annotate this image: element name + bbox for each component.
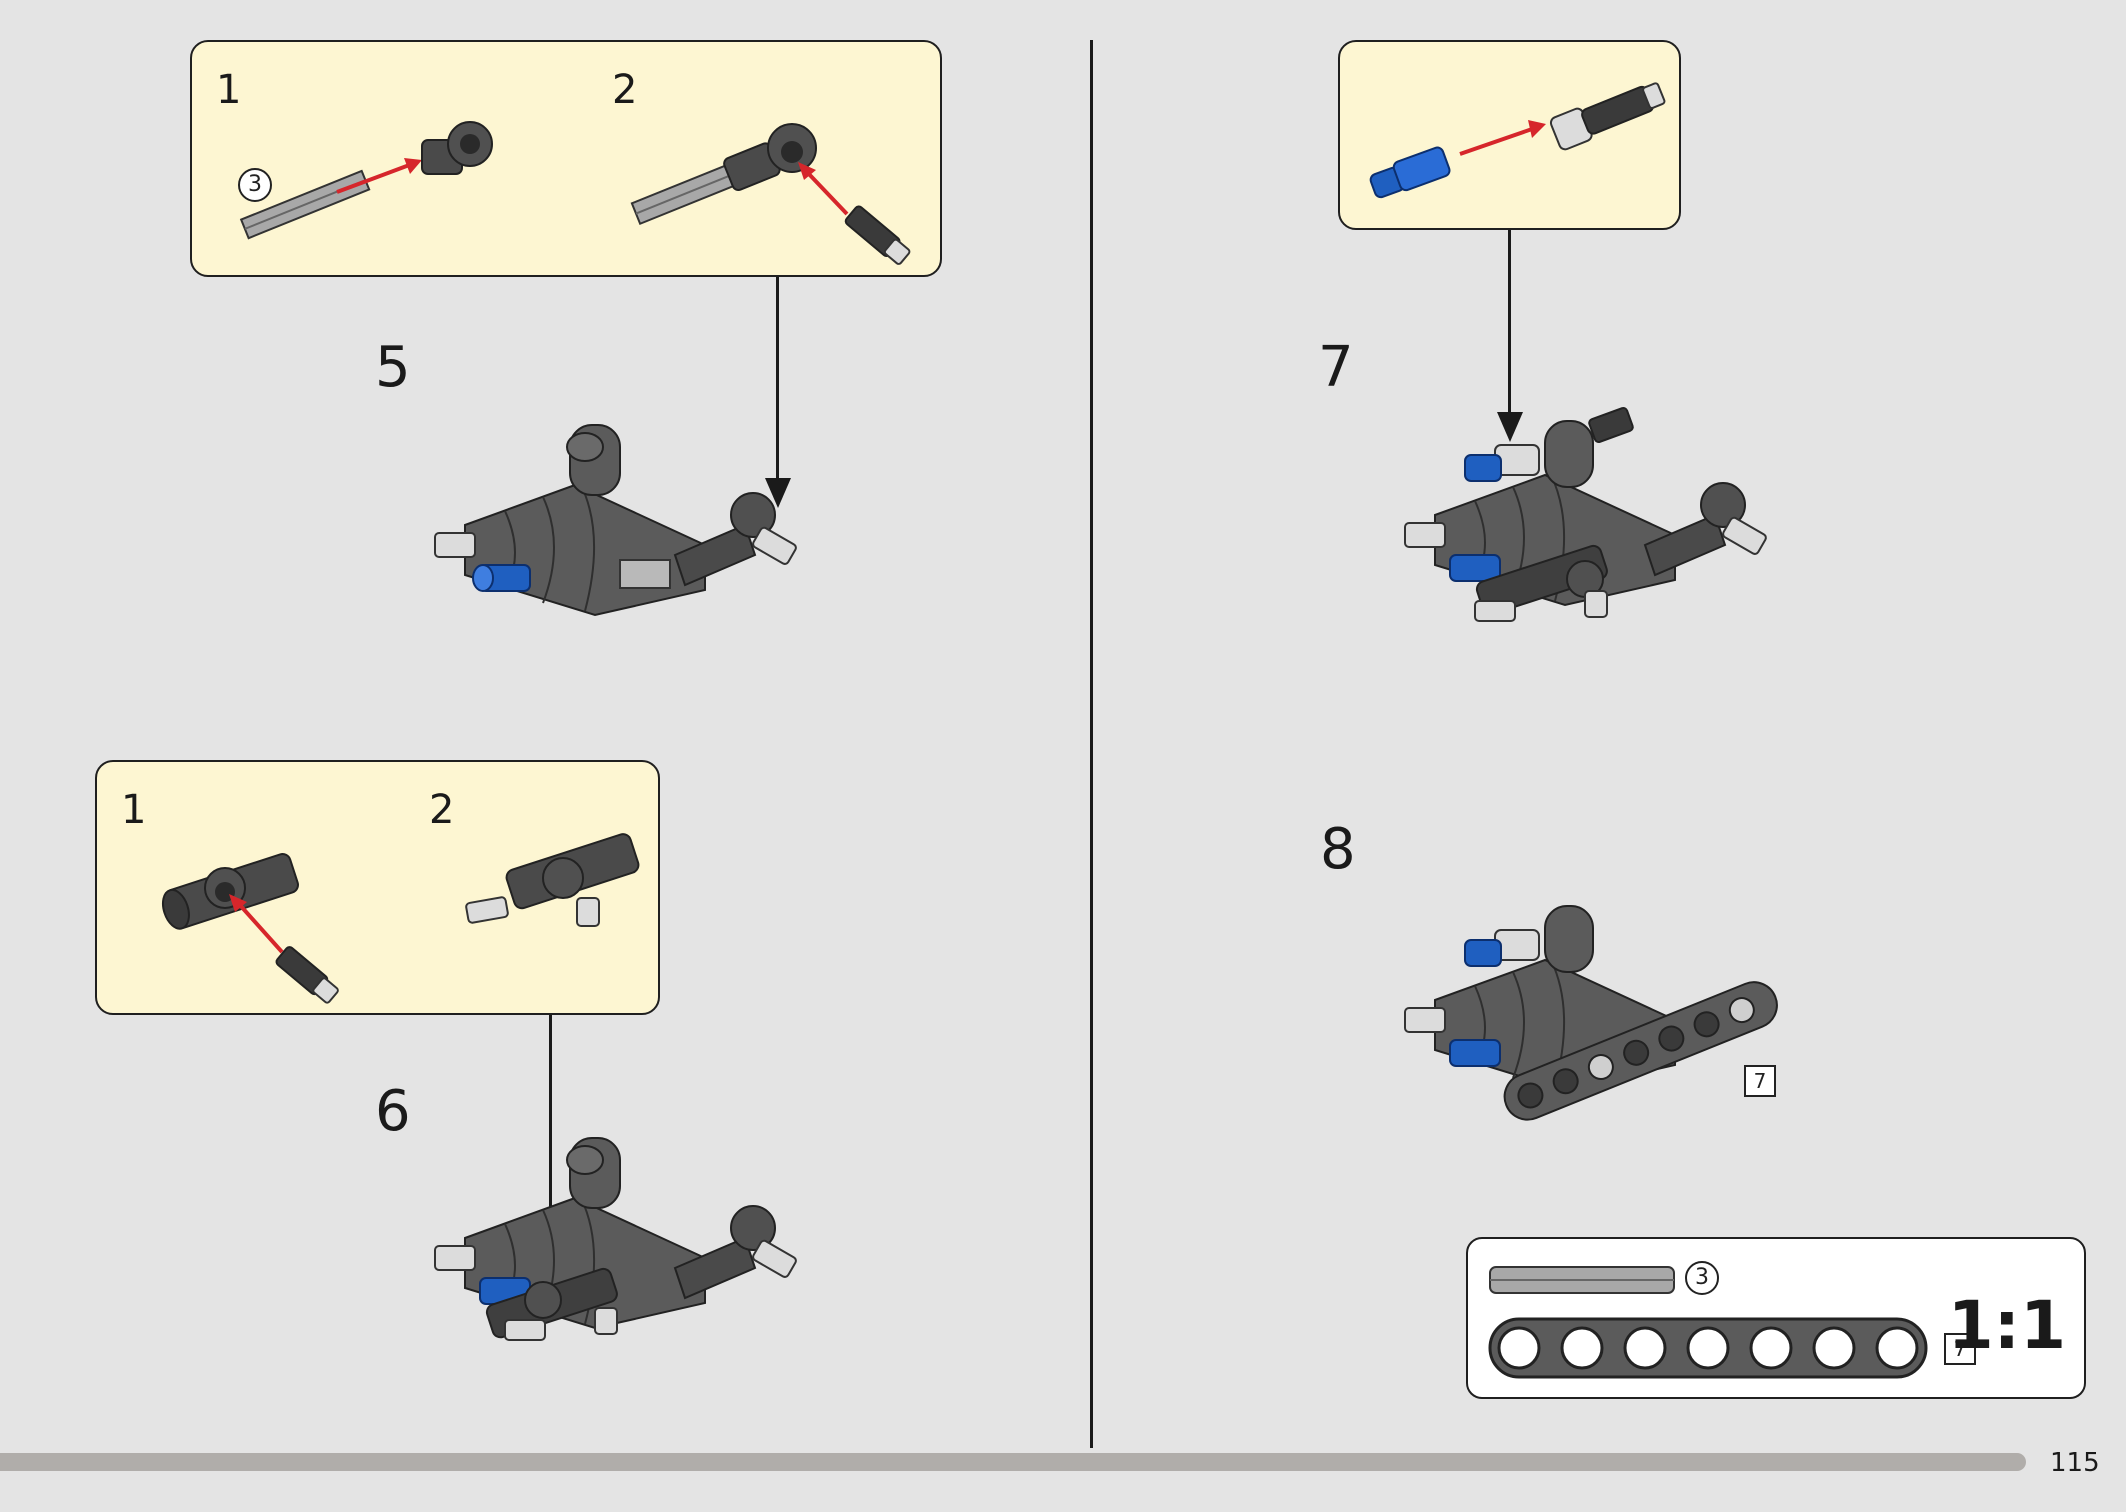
step6-number: 6 (375, 1079, 411, 1144)
substep1-axle-into-connector-illustration (239, 121, 493, 240)
substep-1-number: 1 (121, 787, 147, 833)
substep2-assembled-connector-illustration (465, 833, 640, 927)
step6-callout: 1 2 (95, 760, 660, 1015)
step7-callout (1338, 40, 1681, 230)
substep-2-number: 2 (429, 787, 455, 833)
step6-callout-connector-line (549, 1015, 552, 1280)
step8-number: 8 (1320, 817, 1356, 882)
progress-bar (0, 1453, 2026, 1471)
substep-2-number: 2 (612, 67, 638, 113)
substep1-pin-into-cross-connector-illustration (161, 853, 339, 1004)
page-number: 115 (2050, 1448, 2100, 1478)
beam-length-label: 7 (1744, 1065, 1776, 1097)
substep2-pin-into-connector-illustration (630, 123, 911, 265)
step7-number: 7 (1318, 335, 1354, 400)
step5-number: 5 (375, 335, 411, 400)
substep-1-number: 1 (216, 67, 242, 113)
step7-callout-connector-line (1508, 230, 1511, 420)
page-divider (1090, 40, 1093, 1448)
beam-length-label: 7 (1944, 1333, 1976, 1365)
step6-assembly-illustration (434, 1137, 797, 1341)
step5-callout-connector-line (776, 277, 779, 490)
step5-callout: 1 2 3 (190, 40, 942, 277)
step7-arrow-head (1497, 412, 1523, 442)
scale-reference-panel: 3 7 1:1 (1466, 1237, 2086, 1399)
scale-label: 1:1 (1947, 1287, 2066, 1364)
axle-count-badge: 3 (238, 168, 272, 202)
axle-part-icon (1489, 1266, 1675, 1294)
step8-assembly-illustration (1404, 905, 1778, 1121)
beam-part-icon (1488, 1317, 1928, 1379)
step5-arrow-head (765, 478, 791, 508)
step7-assembly-illustration (1404, 407, 1767, 622)
axle-count-badge: 3 (1685, 1261, 1719, 1295)
pin-into-bushing-illustration (1369, 82, 1666, 199)
step5-assembly-illustration (434, 424, 797, 617)
